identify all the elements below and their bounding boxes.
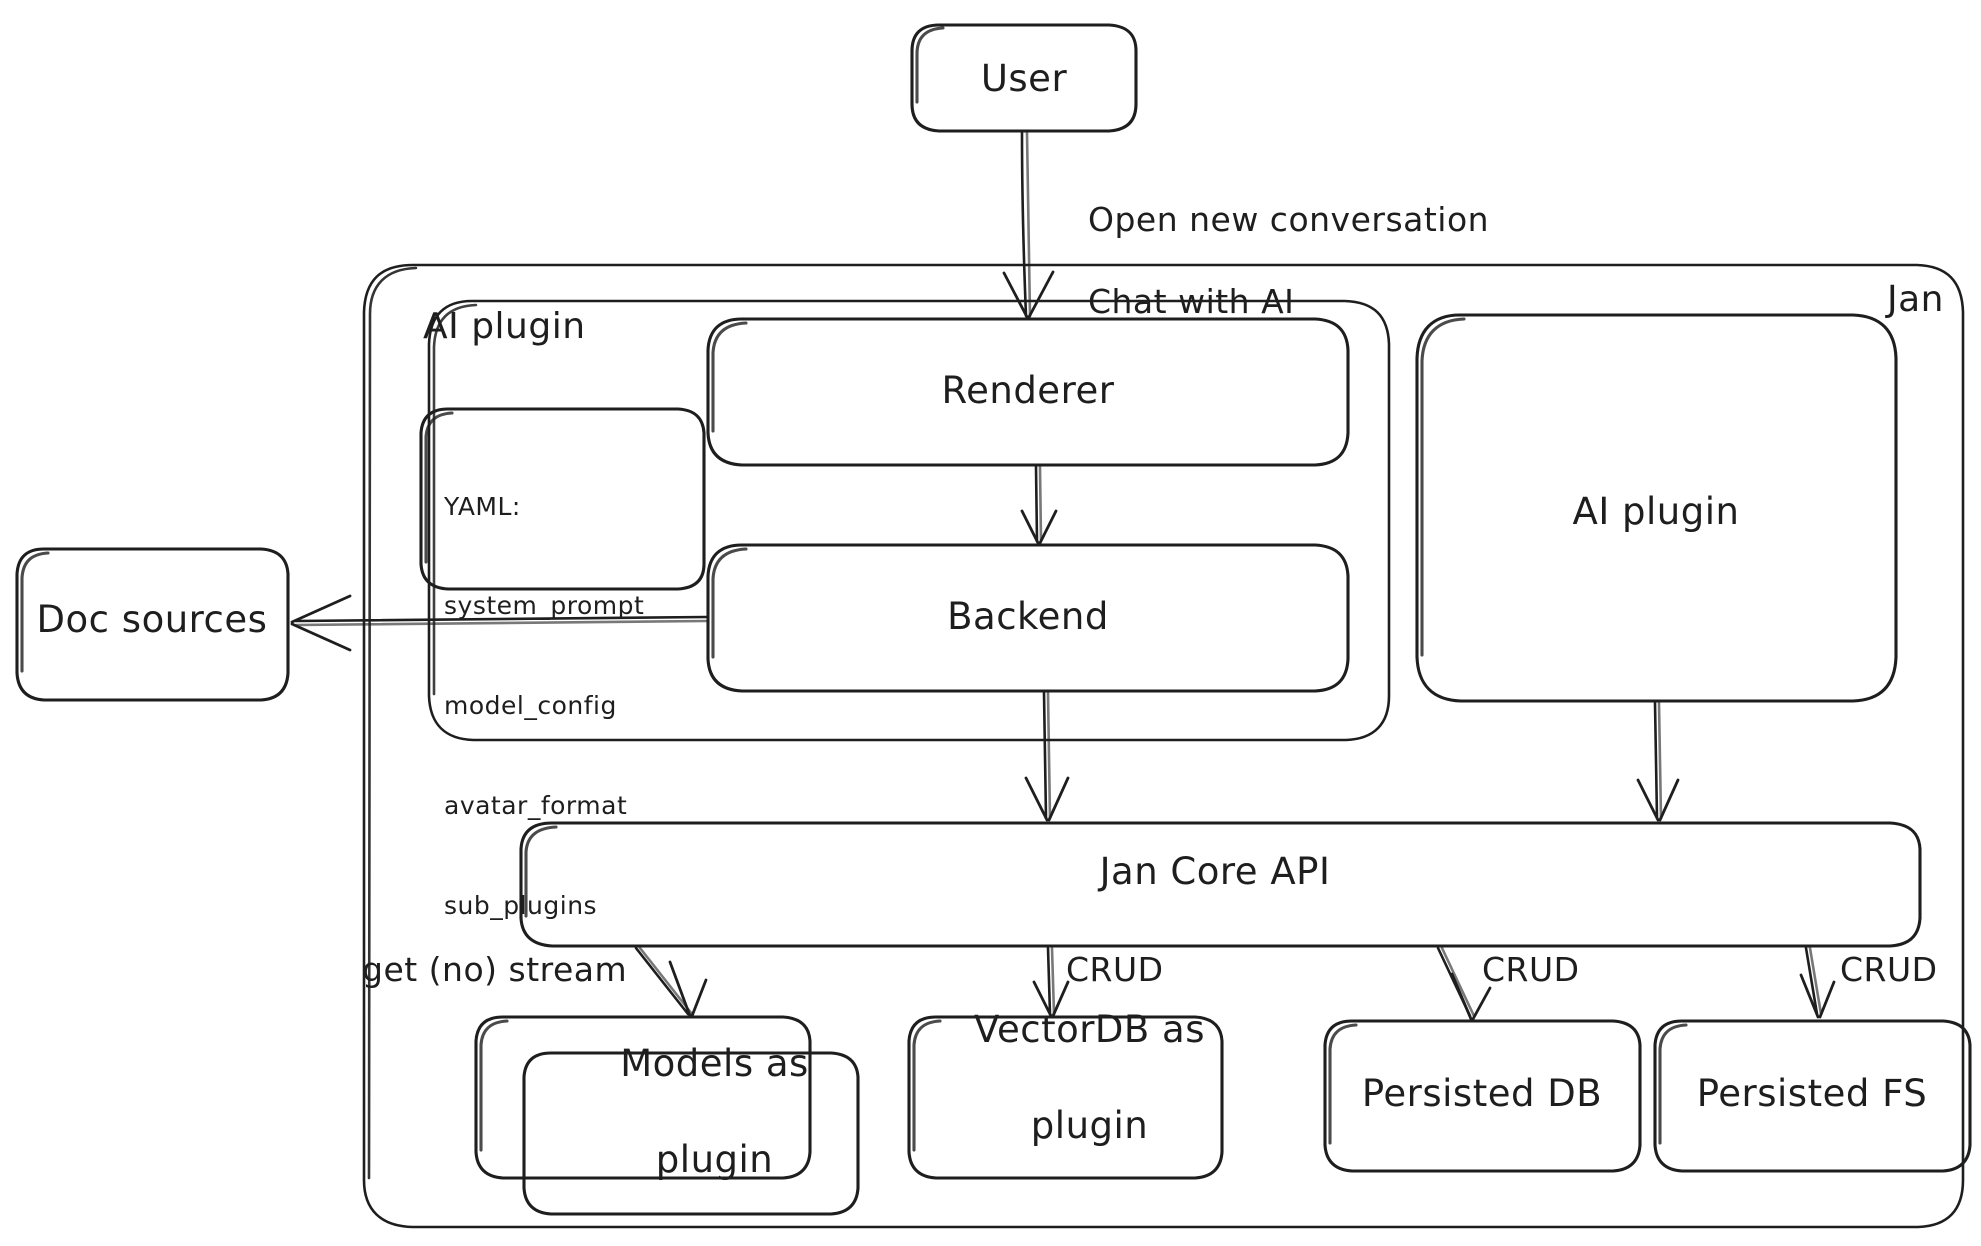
- node-yaml-card: [419, 407, 706, 591]
- models-label-line1: Models as: [620, 1041, 809, 1085]
- node-backend-label: Backend: [947, 595, 1109, 639]
- group-ai-plugin-label: AI plugin: [423, 306, 586, 347]
- edge-api-to-persisted-fs: [1799, 946, 1836, 1019]
- node-doc-sources-label: Doc sources: [36, 598, 268, 642]
- node-vectordb-as-plugin-label: VectorDB as plugin: [925, 958, 1205, 1198]
- node-ai-plugin-label: AI plugin: [1572, 490, 1740, 534]
- group-jan-label: Jan: [1887, 279, 1944, 320]
- edge-user-to-renderer: [1002, 131, 1055, 319]
- edge-label-user-to-renderer: Open new conversation Chat with AI: [1044, 159, 1489, 364]
- node-jan-core-api[interactable]: [519, 821, 1922, 948]
- yaml-heading: YAML:: [444, 491, 521, 521]
- yaml-item-model-config: model_config: [444, 691, 617, 720]
- edge-label-api-to-vectordb: CRUD: [1066, 950, 1164, 989]
- edge-api-to-vectordb: [1032, 946, 1070, 1018]
- edge-backend-to-doc-sources: [290, 594, 708, 652]
- node-vectordb-as-plugin[interactable]: [907, 1015, 1224, 1180]
- edge-ai-plugin-to-jan-core-api: [1636, 701, 1680, 822]
- group-jan: [362, 263, 1965, 1229]
- edge-label-line1: Open new conversation: [1087, 199, 1490, 239]
- node-models-as-plugin[interactable]: [474, 1015, 860, 1216]
- edge-label-api-to-persisted-fs: CRUD: [1840, 950, 1938, 989]
- node-persisted-fs[interactable]: [1653, 1019, 1972, 1173]
- vectordb-label-line2: plugin: [1030, 1104, 1149, 1148]
- edge-label-api-to-models: get (no) stream: [362, 950, 628, 989]
- yaml-item-system-prompt: system_prompt: [444, 591, 645, 621]
- yaml-item-sub-plugins: sub_plugins: [444, 890, 598, 920]
- edge-label-api-to-persisted-db: CRUD: [1482, 950, 1580, 989]
- node-persisted-db-label: Persisted DB: [1361, 1072, 1603, 1116]
- yaml-card-text: YAML: system_prompt model_config avatar_…: [444, 423, 644, 988]
- edge-backend-to-jan-core-api: [1024, 691, 1070, 822]
- edge-label-line2: Chat with AI: [1087, 281, 1295, 321]
- node-backend[interactable]: [706, 543, 1350, 693]
- yaml-item-avatar-format: avatar_format: [444, 790, 628, 820]
- edge-renderer-to-backend: [1020, 465, 1058, 545]
- edge-api-to-persisted-db: [1436, 946, 1492, 1021]
- node-doc-sources[interactable]: [15, 547, 290, 702]
- node-jan-core-api-label: Jan Core API: [1099, 850, 1331, 894]
- node-persisted-fs-label: Persisted FS: [1696, 1072, 1928, 1116]
- node-ai-plugin[interactable]: [1415, 313, 1898, 703]
- group-ai-plugin: [427, 299, 1391, 742]
- edge-api-to-models: [634, 946, 708, 1018]
- models-label-line2: plugin: [655, 1138, 774, 1182]
- node-renderer[interactable]: [706, 317, 1350, 467]
- node-renderer-label: Renderer: [941, 369, 1115, 413]
- node-models-as-plugin-label: Models as plugin: [571, 992, 809, 1232]
- node-user[interactable]: [910, 23, 1138, 133]
- vectordb-label-line1: VectorDB as: [974, 1007, 1206, 1051]
- node-user-label: User: [980, 57, 1068, 101]
- node-persisted-db[interactable]: [1323, 1019, 1642, 1173]
